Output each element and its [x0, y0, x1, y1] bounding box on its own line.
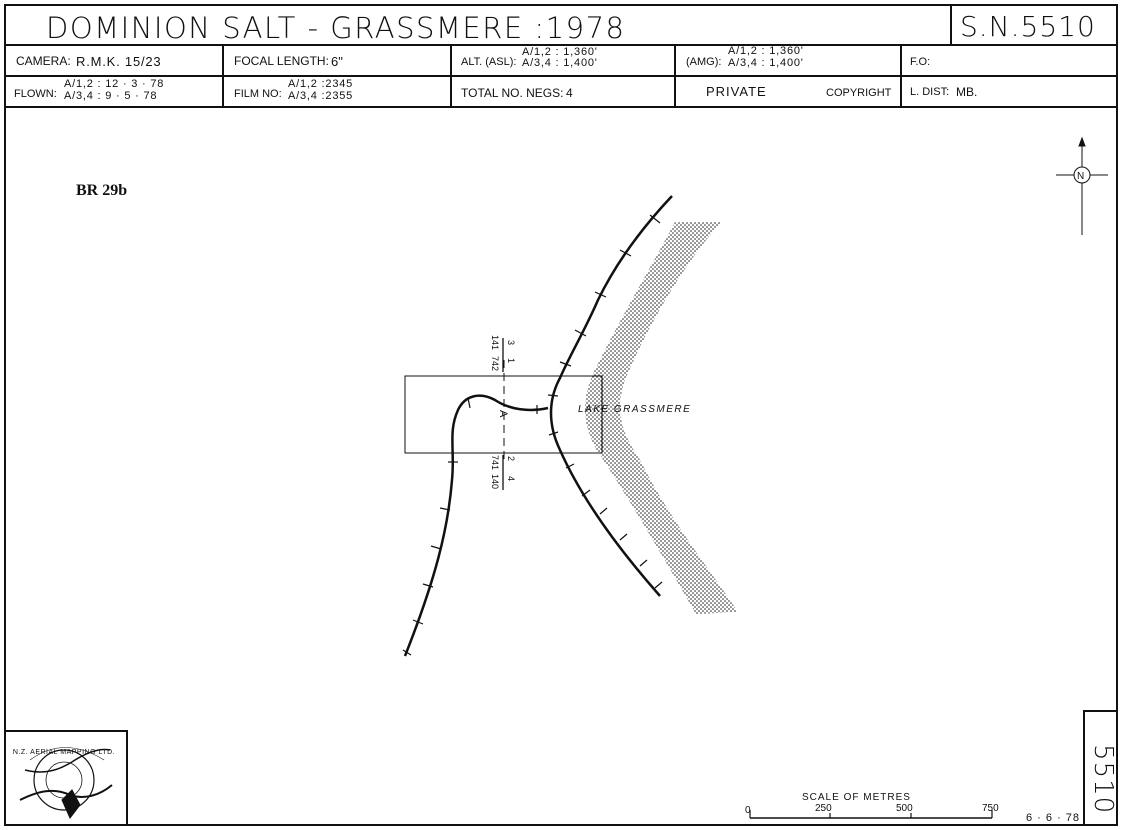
sheet-number: 5510 [1088, 744, 1118, 815]
ldist-label: L. DIST: [910, 86, 950, 98]
col-amg [676, 44, 902, 106]
frame-numbers-top: 3 1 141 742 [490, 335, 516, 372]
frame-bottom-4: 4 [506, 476, 516, 481]
frame-top-3: 3 [506, 340, 516, 345]
sheet-number-box [1083, 710, 1118, 826]
scale-title: SCALE OF METRES [802, 792, 911, 803]
frame-bottom-2: 2 [506, 456, 516, 461]
private-label: PRIVATE [706, 84, 767, 99]
focal-label: FOCAL LENGTH: [234, 54, 329, 68]
frame-top-742: 742 [490, 356, 500, 371]
amg-2: A/3,4 : 1,400' [728, 57, 804, 69]
negs-label: TOTAL NO. NEGS: [461, 86, 564, 100]
frame-top-1: 1 [506, 358, 516, 363]
title-bar: DOMINION SALT - GRASSMERE :1978 S.N.5510 [4, 4, 1118, 46]
film-label: FILM NO: [234, 88, 282, 100]
col-alt-asl [452, 44, 676, 75]
ldist-value: MB. [956, 85, 978, 99]
flown-label: FLOWN: [14, 88, 57, 100]
logo-text: N.Z. AERIAL MAPPING LTD. [13, 749, 115, 756]
alt-asl-label: ALT. (ASL): [461, 56, 517, 68]
lake-label: LAKE GRASSMERE [578, 404, 691, 415]
alt-asl-1: A/1,2 : 1,360' [522, 46, 598, 58]
scale-tick-0: 0 [745, 805, 751, 816]
focal-value: 6" [331, 54, 343, 69]
lake-grassmere-area [585, 222, 738, 614]
scale-tick-750: 750 [982, 803, 999, 814]
alt-asl-2: A/3,4 : 1,400' [522, 57, 598, 69]
logo-box [4, 730, 128, 826]
road-branch [403, 394, 549, 657]
map-reference: BR 29b [76, 182, 128, 199]
north-label: N [1077, 171, 1084, 182]
grid-divider [6, 75, 1116, 77]
frame-top-141: 141 [490, 335, 500, 350]
negs-value: 4 [566, 86, 573, 100]
road-line [549, 195, 673, 597]
flown-2: A/3,4 : 9 · 5 · 78 [64, 90, 158, 102]
map-title: DOMINION SALT - GRASSMERE :1978 [46, 11, 626, 45]
scale-tick-500: 500 [896, 803, 913, 814]
frame-bottom-741: 741 [490, 455, 500, 470]
scale-tick-250: 250 [815, 803, 832, 814]
camera-label: CAMERA: [16, 54, 71, 68]
col-negs [452, 77, 676, 106]
film-1: A/1,2 :2345 [288, 78, 354, 90]
run-label: A [497, 410, 509, 418]
frame-numbers-bottom: 2 4 741 140 [490, 455, 516, 490]
serial-number: S.N.5510 [960, 10, 1096, 43]
serial-cell: S.N.5510 [950, 6, 1118, 44]
road-ticks [402, 214, 663, 656]
amg-label: (AMG): [686, 56, 722, 68]
sheet-date: 6 · 6 · 78 [1026, 812, 1081, 824]
north-arrow: N [1056, 136, 1108, 235]
camera-value: R.M.K. 15/23 [76, 54, 162, 69]
aerial-mapping-logo: N.Z. AERIAL MAPPING LTD. [13, 747, 115, 819]
film-2: A/3,4 :2355 [288, 90, 354, 102]
col-camera [6, 44, 224, 106]
copyright-label: COPYRIGHT [826, 87, 892, 99]
col-focal [224, 44, 452, 106]
fo-label: F.O: [910, 56, 931, 68]
flown-1: A/1,2 : 12 · 3 · 78 [64, 78, 165, 90]
scale-bar: SCALE OF METRES 0 250 500 750 [745, 792, 999, 819]
frame-bottom-140: 140 [490, 474, 500, 489]
amg-1: A/1,2 : 1,360' [728, 45, 804, 57]
info-grid: CAMERA: R.M.K. 15/23 FOCAL LENGTH: 6" AL… [4, 44, 1118, 108]
